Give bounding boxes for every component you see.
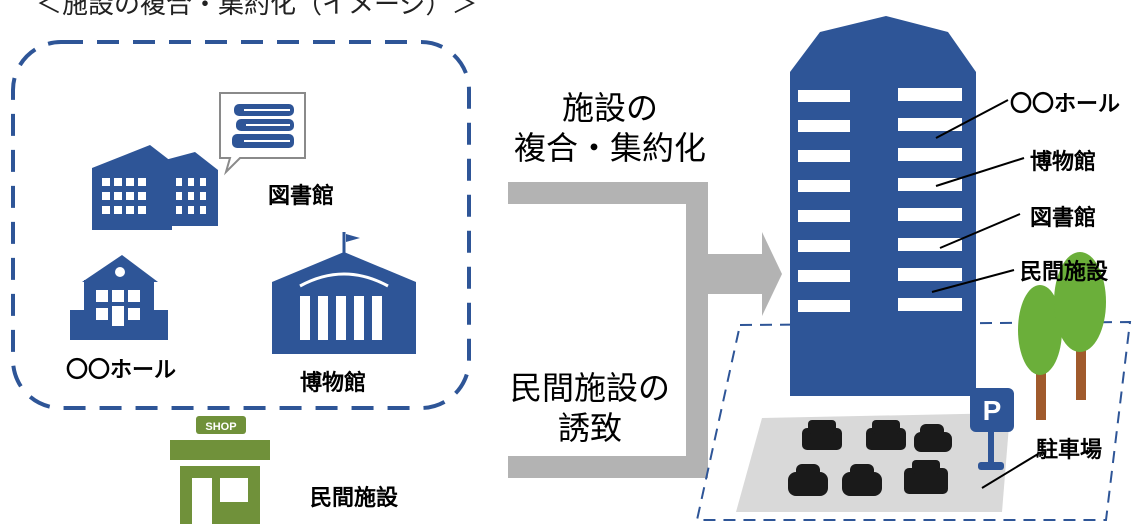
consolidation-text: 施設の 複合・集約化 [490,88,730,168]
parking-sign-letter: P [983,395,1002,426]
parking-area-dashed [695,320,1132,521]
private-invite-line2: 誘致 [557,409,622,447]
hall-label: 〇〇ホール [66,358,177,383]
callout-lines [931,99,1039,489]
building-window-right [898,88,962,311]
building-window-left [798,90,850,312]
callout-hall: 〇〇ホール [1010,92,1121,117]
facility-group-box [11,40,471,410]
museum-building-icon [272,232,416,354]
parking-label: 駐車場 [1036,438,1103,463]
private-invite-text: 民間施設の 誘致 [480,368,700,448]
callout-private: 民間施設 [1020,260,1109,285]
caption: ＜施設の複合・集約化（イメージ）＞ [36,0,478,20]
parking-sign-icon [970,388,1014,470]
consolidation-line2: 複合・集約化 [513,129,706,167]
museum-label: 博物館 [300,371,367,396]
merge-arrow [508,182,782,478]
shop-icon [170,416,270,524]
callout-library: 図書館 [1030,206,1097,231]
tall-building [790,16,976,396]
tree-icon [1018,252,1106,420]
car-icon [788,420,952,496]
shop-sign-text: SHOP [205,421,236,433]
shop-label: 民間施設 [310,486,399,511]
consolidation-line1: 施設の [561,89,658,127]
books-speech-bubble [219,92,306,176]
hall-building-icon [70,255,168,340]
private-invite-line1: 民間施設の [509,369,670,407]
library-building-icon [92,145,218,230]
callout-museum: 博物館 [1030,150,1097,175]
library-label: 図書館 [268,184,335,209]
